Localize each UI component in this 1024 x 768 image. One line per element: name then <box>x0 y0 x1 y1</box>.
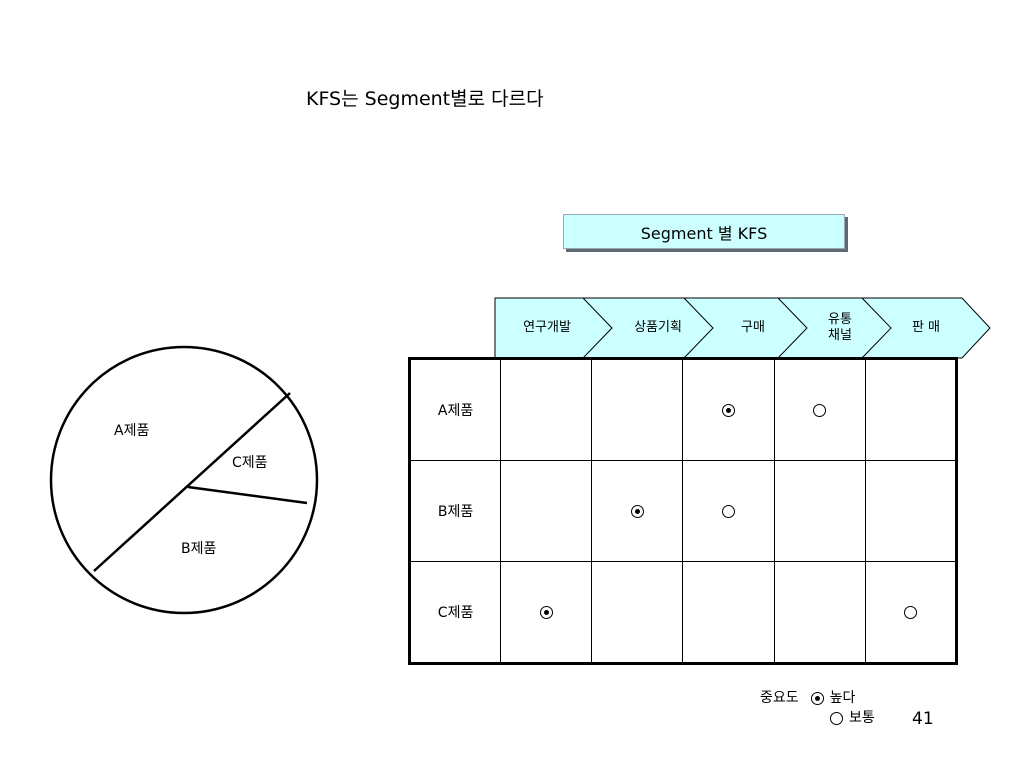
row-label: B제품 <box>408 460 502 562</box>
high-importance-icon <box>810 691 824 705</box>
page-number: 41 <box>912 709 934 729</box>
row-label: A제품 <box>408 358 502 461</box>
kfs-header-label: Segment 별 KFS <box>640 223 768 243</box>
pie-label-b: B제품 <box>181 541 217 557</box>
normal-importance-icon <box>903 605 917 619</box>
kfs-matrix: A제품 B제품 C제품 <box>408 357 958 665</box>
high-importance-icon <box>539 605 553 619</box>
matrix-cell <box>500 358 593 461</box>
normal-importance-icon <box>830 711 843 725</box>
table-row: A제품 <box>408 358 958 461</box>
legend-normal-label: 보통 <box>849 710 875 726</box>
matrix-cell <box>500 460 593 562</box>
table-row: C제품 <box>408 561 958 664</box>
segment-pie-diagram <box>49 345 319 615</box>
stage-label-channel: 유통 채널 <box>828 312 852 343</box>
pie-label-c: C제품 <box>232 455 268 471</box>
legend-heading: 중요도 <box>760 690 799 706</box>
matrix-cell <box>682 358 775 461</box>
matrix-cell <box>773 561 866 664</box>
matrix-cell <box>773 358 866 461</box>
matrix-cell <box>591 358 684 461</box>
importance-legend: 중요도 높다 보통 <box>760 688 875 728</box>
high-importance-icon <box>722 403 736 417</box>
normal-importance-icon <box>813 403 827 417</box>
stage-label-rnd: 연구개발 <box>523 320 571 335</box>
matrix-cell <box>864 561 958 664</box>
pie-divider-c <box>187 485 308 505</box>
matrix-cell <box>864 358 958 461</box>
matrix-cell <box>773 460 866 562</box>
stage-label-purchase: 구매 <box>741 320 765 335</box>
pie-outline <box>49 345 319 615</box>
legend-row-normal: 보통 <box>760 708 875 728</box>
legend-row-high: 중요도 높다 <box>760 688 875 708</box>
page-title: KFS는 Segment별로 다르다 <box>306 88 544 110</box>
row-label: C제품 <box>408 561 502 664</box>
matrix-cell <box>591 460 684 562</box>
table-row: B제품 <box>408 460 958 562</box>
stage-label-planning: 상품기획 <box>634 320 682 335</box>
matrix-cell <box>682 460 775 562</box>
stage-label-sales: 판 매 <box>911 320 941 335</box>
matrix-cell <box>500 561 593 664</box>
matrix-cell <box>682 561 775 664</box>
matrix-cell <box>864 460 958 562</box>
pie-label-a: A제품 <box>114 423 150 439</box>
kfs-header-box: Segment 별 KFS <box>563 214 845 249</box>
pie-divider-main <box>93 392 291 572</box>
normal-importance-icon <box>722 504 736 518</box>
matrix-cell <box>591 561 684 664</box>
legend-high-label: 높다 <box>829 690 856 706</box>
high-importance-icon <box>630 504 644 518</box>
